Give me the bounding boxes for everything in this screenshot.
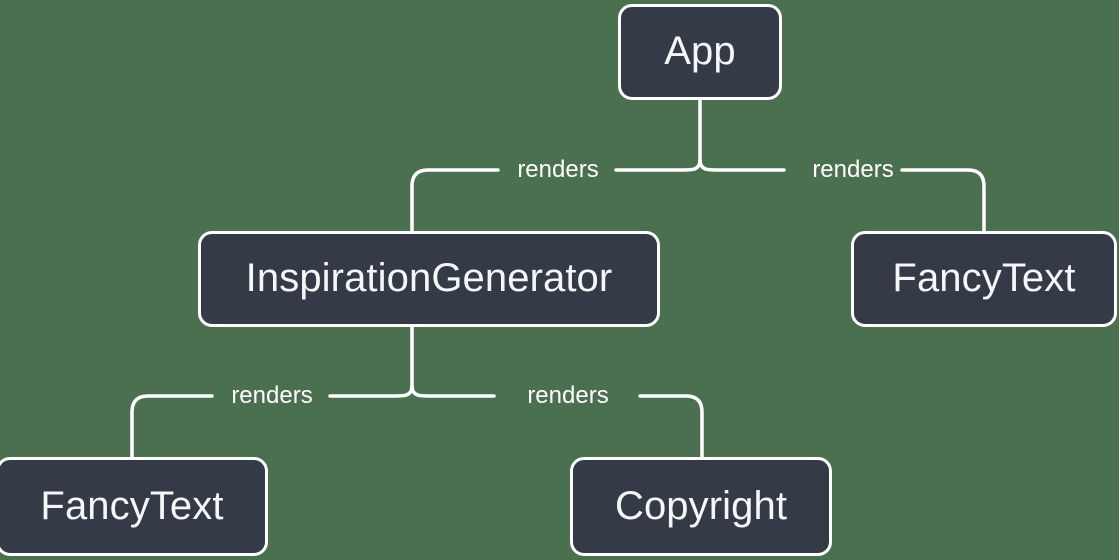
node-fancytext-right-label: FancyText <box>892 256 1076 300</box>
edge-label-app-to-fancytext-right: renders <box>812 156 894 183</box>
edge-inspiration-generator-to-copyright <box>638 394 704 459</box>
node-app[interactable]: App <box>618 4 782 100</box>
edge-inspiration-junction-right <box>410 384 496 398</box>
edge-app-junction-right <box>698 158 786 172</box>
edge-label-app-to-inspiration-generator: renders <box>517 156 599 183</box>
node-copyright[interactable]: Copyright <box>570 457 832 556</box>
node-app-label: App <box>664 29 736 73</box>
edge-inspiration-junction-left <box>328 384 414 398</box>
node-fancytext-bottom-label: FancyText <box>40 483 224 528</box>
edge-label-inspiration-generator-to-copyright: renders <box>527 382 609 409</box>
edge-app-junction-left <box>614 158 702 172</box>
edge-app-to-fancytext-right <box>900 168 986 233</box>
node-inspiration-generator[interactable]: InspirationGenerator <box>198 231 660 327</box>
node-fancytext-bottom[interactable]: FancyText <box>0 457 268 556</box>
edge-app-to-inspiration-generator <box>410 168 500 233</box>
node-copyright-label: Copyright <box>614 483 788 528</box>
edge-inspiration-generator-to-fancytext-bottom <box>130 394 214 459</box>
edge-label-inspiration-generator-to-fancytext-bottom: renders <box>231 382 313 409</box>
node-inspiration-generator-label: InspirationGenerator <box>245 256 613 300</box>
node-fancytext-right[interactable]: FancyText <box>851 231 1117 327</box>
